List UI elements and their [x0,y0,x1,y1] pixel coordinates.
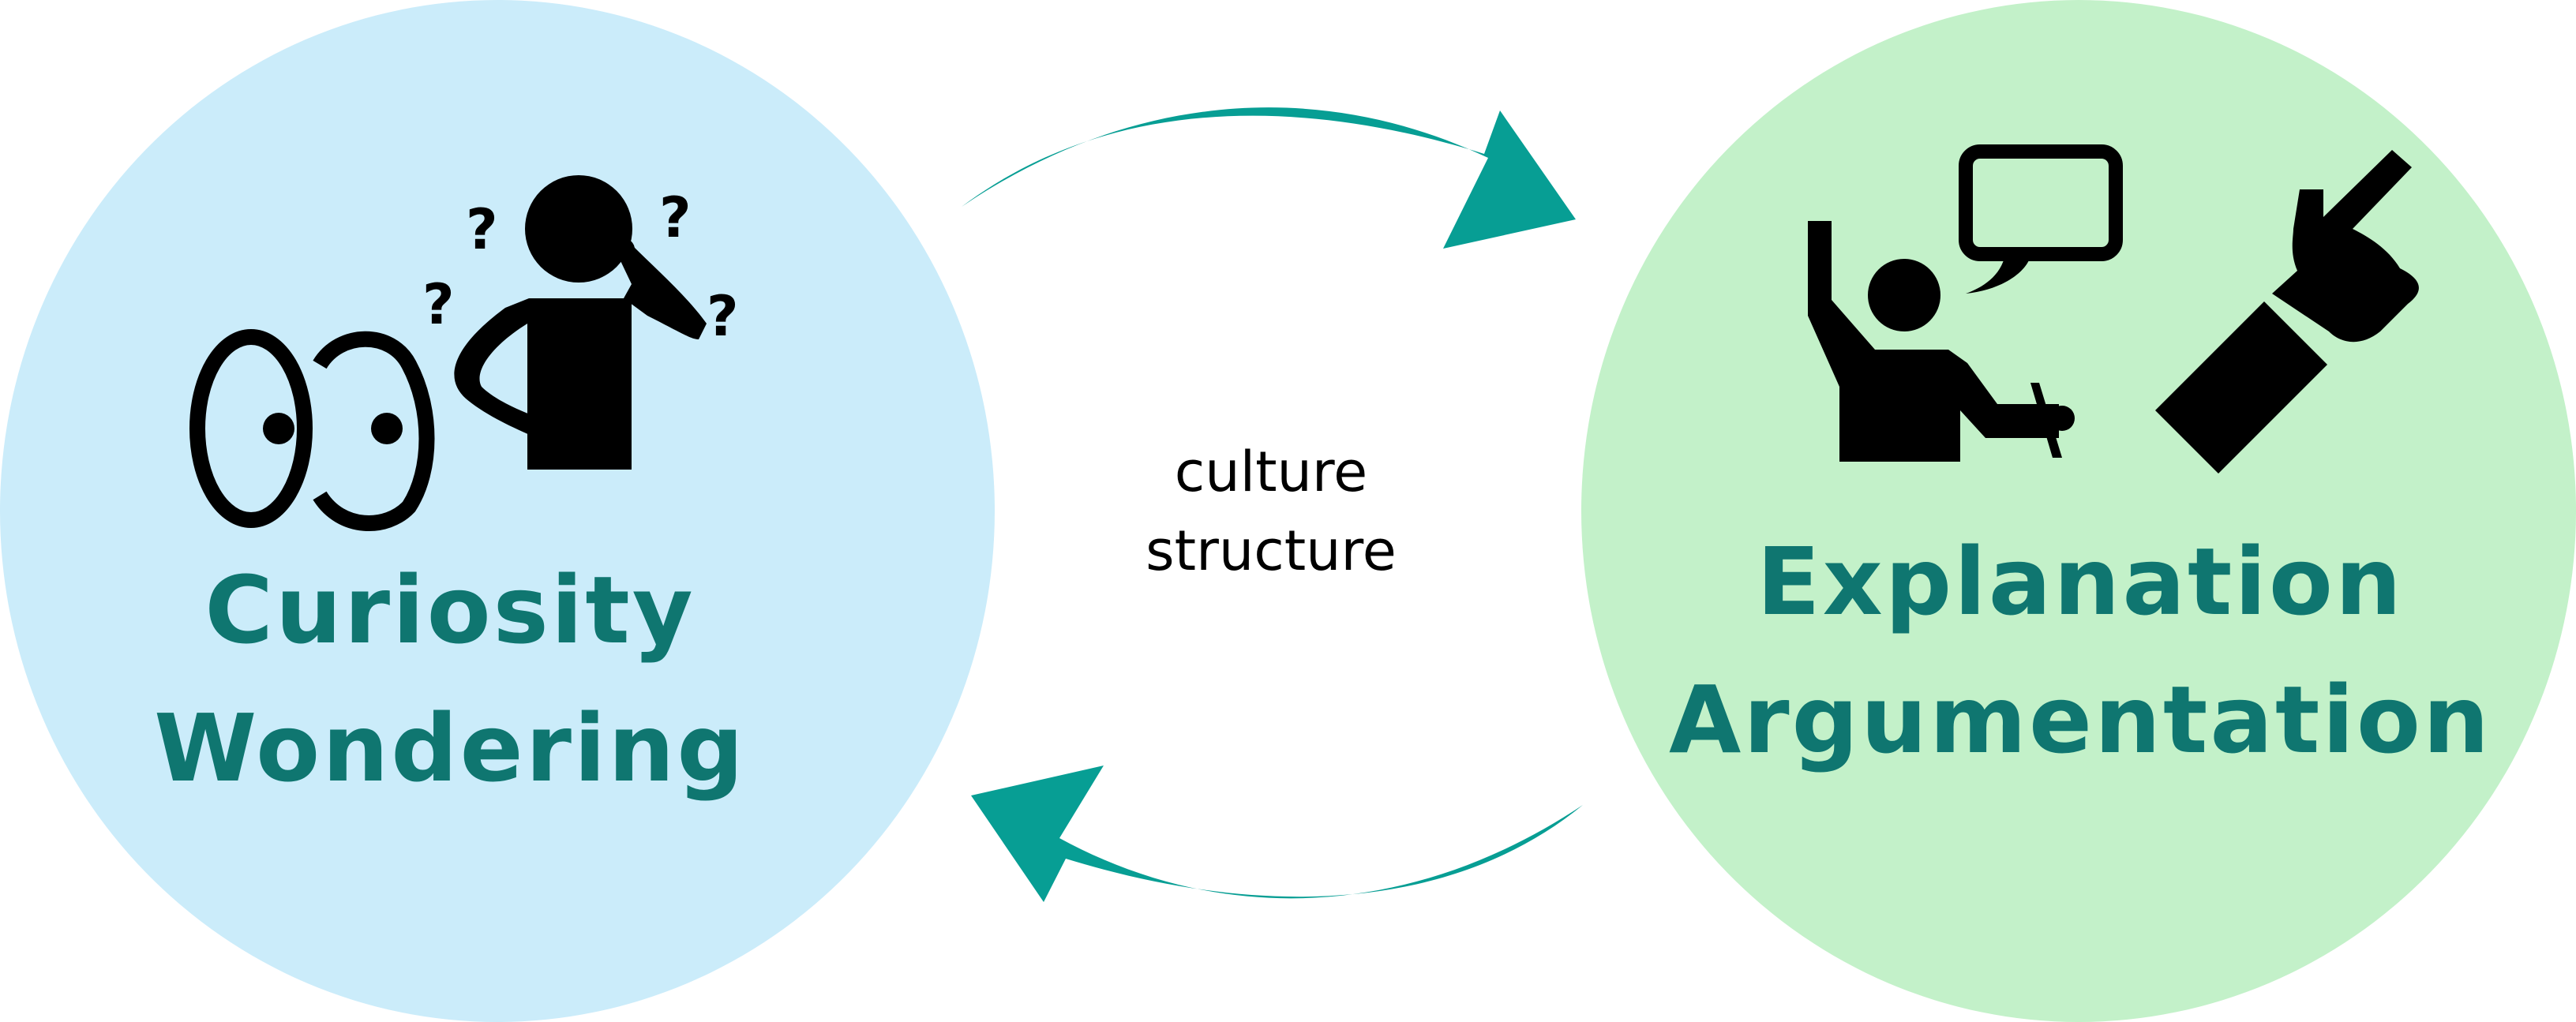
curiosity-wondering-label: Curiosity Wondering [47,541,853,818]
left-label-line1: Curiosity [204,556,696,664]
explanation-argumentation-label: Explanation Argumentation [1642,513,2518,789]
arrow-to-left [971,766,1583,902]
curiosity-circle [0,0,995,1022]
svg-text:?: ? [707,284,739,349]
left-label-line2: Wondering [154,694,746,803]
explanation-circle [1581,0,2576,1022]
svg-text:?: ? [659,185,692,250]
center-label-line2: structure [1146,518,1397,583]
confused-person-icon: ? ? ? ? [422,175,739,470]
raised-hand-icon [2155,150,2419,474]
person-with-speech-bubble-icon [1808,144,2123,462]
center-label-line1: culture [1174,440,1368,504]
center-label: culture structure [1082,432,1460,590]
right-label-line1: Explanation [1757,527,2404,636]
arrow-to-right [962,107,1576,249]
right-label-line2: Argumentation [1669,665,2492,774]
svg-text:?: ? [466,197,498,262]
eyes-icon [189,329,435,531]
svg-text:?: ? [422,272,455,337]
